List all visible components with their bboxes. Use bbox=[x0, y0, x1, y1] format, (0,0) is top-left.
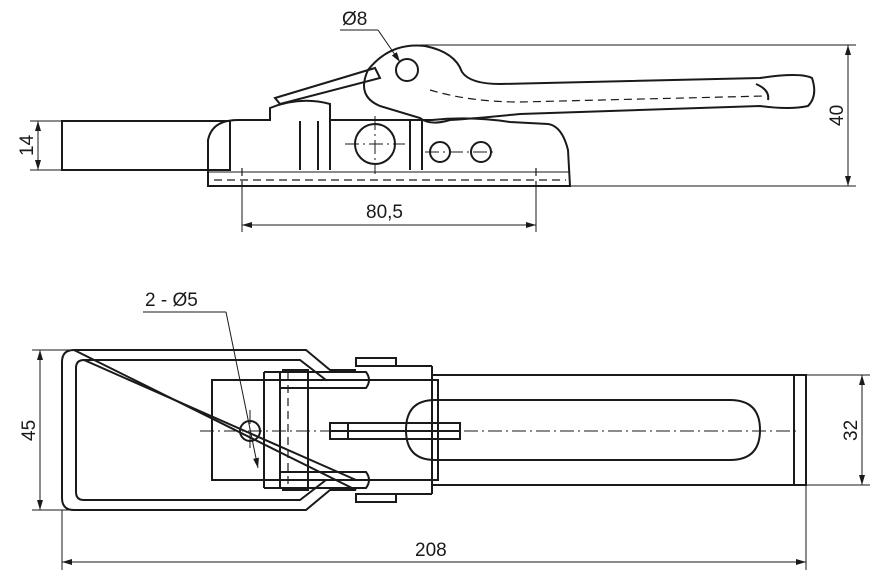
hook-width-label: 32 bbox=[841, 420, 862, 441]
hook-bar bbox=[61, 120, 231, 171]
slot bbox=[404, 399, 762, 461]
hole-spacing-label: 80,5 bbox=[366, 202, 403, 223]
top-view: 2 - Ø5 45 32 208 bbox=[19, 290, 870, 570]
width-label: 45 bbox=[19, 420, 40, 441]
small-pivot bbox=[395, 58, 419, 82]
wire-loop bbox=[61, 348, 357, 511]
lever bbox=[363, 44, 816, 124]
holes-label: 2 - Ø5 bbox=[145, 290, 198, 311]
side-view: Ø8 14 40 80,5 bbox=[17, 9, 856, 232]
hook-plate bbox=[432, 374, 807, 486]
pin-diameter-label: Ø8 bbox=[342, 9, 367, 30]
total-length-label: 208 bbox=[415, 540, 447, 561]
total-height-label: 40 bbox=[827, 105, 848, 126]
base-plate bbox=[207, 99, 572, 187]
base-height-label: 14 bbox=[17, 134, 38, 156]
